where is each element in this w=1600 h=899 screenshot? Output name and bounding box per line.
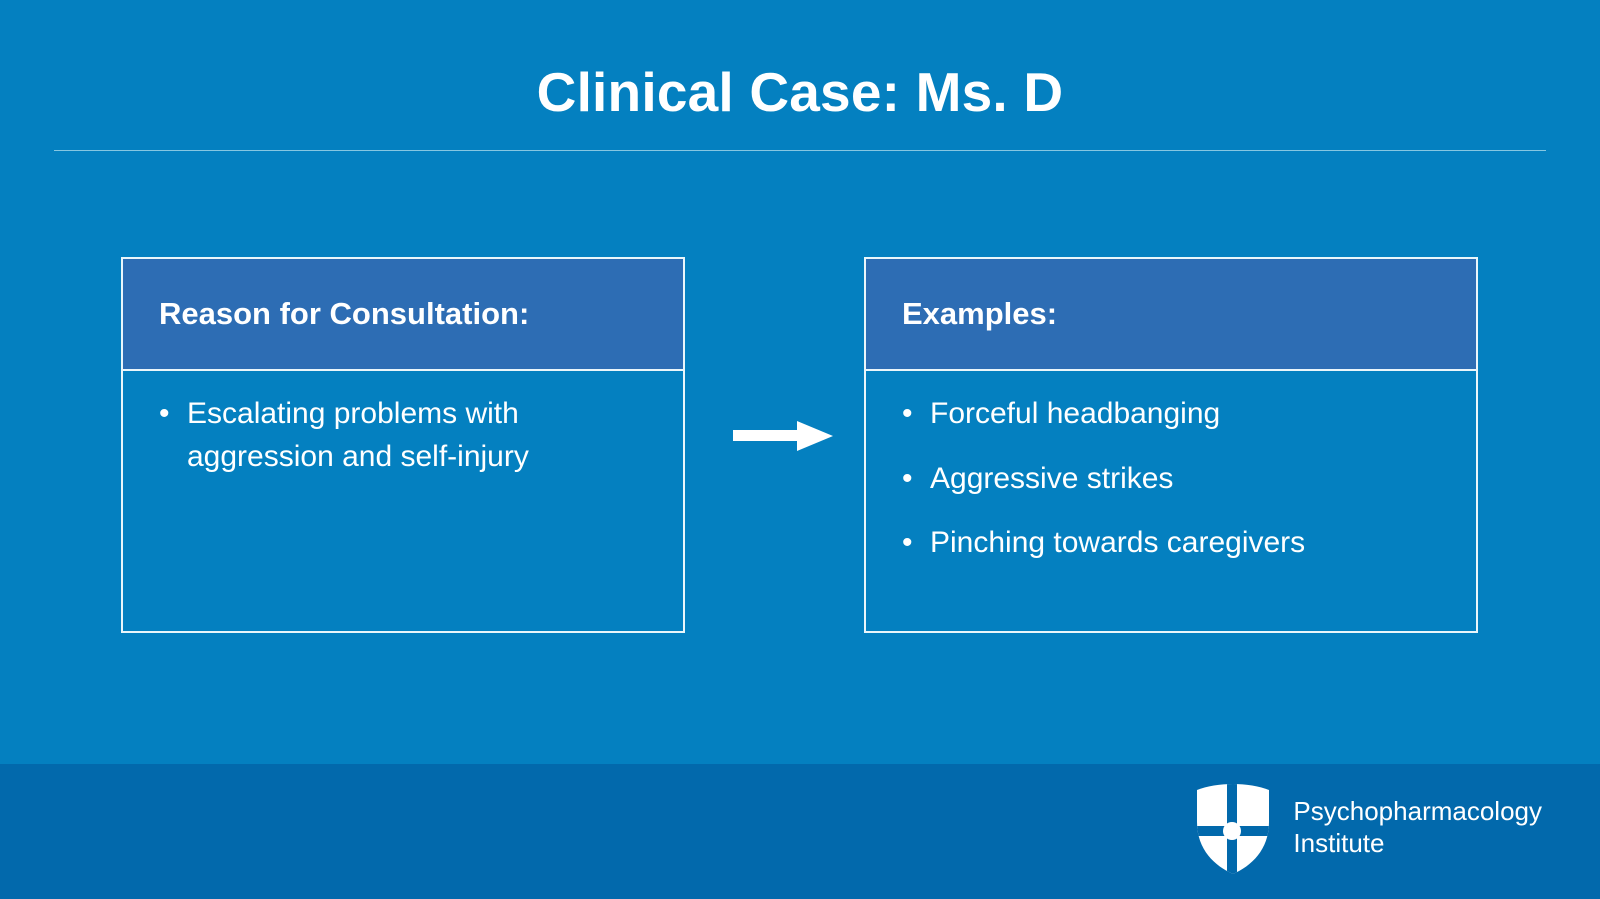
brand-lockup: Psychopharmacology Institute bbox=[1195, 782, 1542, 874]
panel-body-left: • Escalating problems with aggression an… bbox=[123, 371, 683, 478]
list-item-text: Escalating problems with aggression and … bbox=[187, 397, 529, 473]
bullet-list-right: • Forceful headbanging • Aggressive stri… bbox=[892, 393, 1450, 565]
brand-name: Psychopharmacology Institute bbox=[1293, 796, 1542, 859]
brand-name-line-1: Psychopharmacology bbox=[1293, 796, 1542, 827]
list-item-text: Pinching towards caregivers bbox=[930, 526, 1306, 560]
list-item: • Aggressive strikes bbox=[892, 458, 1450, 501]
list-item: • Pinching towards caregivers bbox=[892, 522, 1450, 565]
footer-bar bbox=[0, 764, 1600, 899]
panel-header-left: Reason for Consultation: bbox=[123, 259, 683, 371]
panel-header-label-left: Reason for Consultation: bbox=[159, 296, 530, 332]
bullet-dot-icon: • bbox=[902, 397, 913, 430]
title-divider bbox=[54, 150, 1546, 151]
panel-reason-for-consultation: Reason for Consultation: • Escalating pr… bbox=[121, 257, 685, 633]
panel-header-label-right: Examples: bbox=[902, 296, 1058, 332]
arrow-right-icon bbox=[733, 420, 833, 452]
shield-logo-icon bbox=[1195, 782, 1271, 874]
bullet-dot-icon: • bbox=[902, 461, 913, 495]
brand-name-line-2: Institute bbox=[1293, 828, 1385, 858]
panel-header-right: Examples: bbox=[866, 259, 1476, 371]
list-item: • Escalating problems with aggression an… bbox=[149, 393, 657, 478]
bullet-dot-icon: • bbox=[902, 526, 913, 560]
panel-body-right: • Forceful headbanging • Aggressive stri… bbox=[866, 371, 1476, 565]
bullet-list-left: • Escalating problems with aggression an… bbox=[149, 393, 657, 478]
page-title: Clinical Case: Ms. D bbox=[536, 61, 1064, 123]
bullet-dot-icon: • bbox=[159, 397, 170, 430]
list-item-text: Forceful headbanging bbox=[930, 397, 1221, 430]
list-item: • Forceful headbanging bbox=[892, 393, 1450, 436]
list-item-text: Aggressive strikes bbox=[930, 461, 1174, 495]
panel-examples: Examples: • Forceful headbanging • Aggre… bbox=[864, 257, 1478, 633]
